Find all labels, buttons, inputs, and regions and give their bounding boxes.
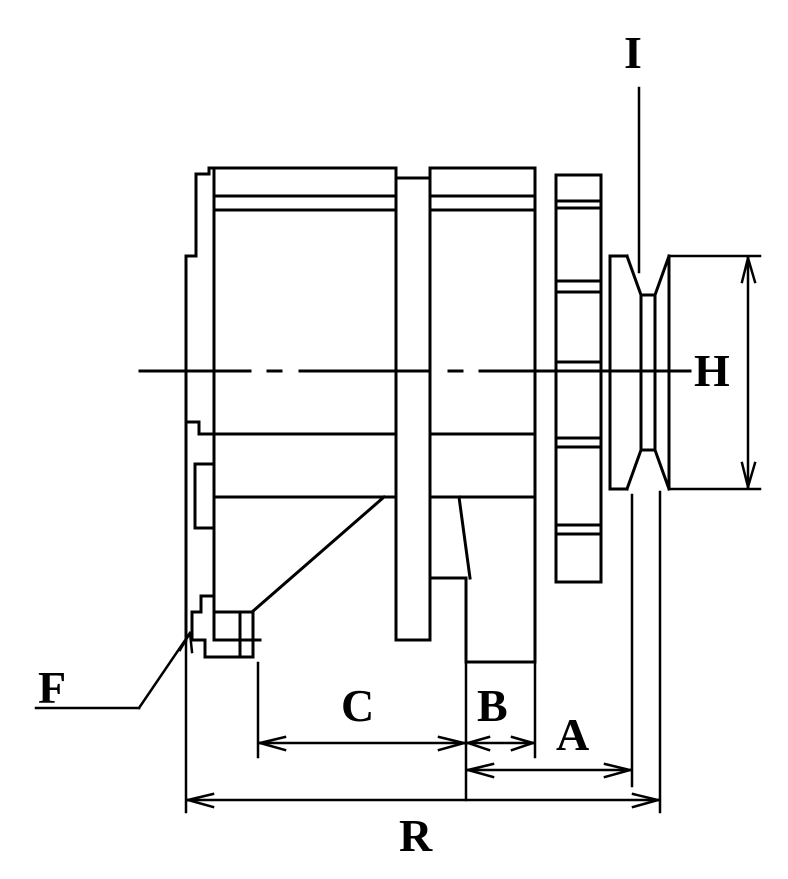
drawing-geometry bbox=[34, 86, 762, 814]
terminal-block bbox=[193, 462, 216, 530]
rear-mounting-leg bbox=[428, 495, 537, 664]
dimension-label-b: B bbox=[477, 680, 508, 731]
dimension-b bbox=[466, 660, 537, 759]
dimension-label-h: H bbox=[694, 345, 730, 396]
rear-housing-profile bbox=[184, 166, 233, 642]
dimension-label-a: A bbox=[556, 709, 590, 760]
dimension-label-r: R bbox=[399, 810, 433, 861]
stator-housing-body bbox=[212, 166, 398, 642]
v-belt-pulley bbox=[608, 254, 671, 491]
dimension-r bbox=[184, 490, 662, 814]
mounting-foot-boss bbox=[190, 594, 255, 659]
support-rib-left bbox=[249, 494, 387, 615]
dimension-label-f: F bbox=[38, 662, 67, 713]
cooling-fan-stack bbox=[554, 173, 603, 584]
drive-end-bracket bbox=[394, 166, 432, 642]
dimension-h bbox=[667, 254, 762, 491]
dimension-c bbox=[256, 660, 468, 802]
dimension-a bbox=[466, 493, 634, 788]
front-housing-segment bbox=[428, 166, 537, 499]
support-rib-right bbox=[457, 495, 472, 580]
dimension-label-c: C bbox=[341, 680, 375, 731]
dimension-label-i: I bbox=[624, 27, 642, 78]
